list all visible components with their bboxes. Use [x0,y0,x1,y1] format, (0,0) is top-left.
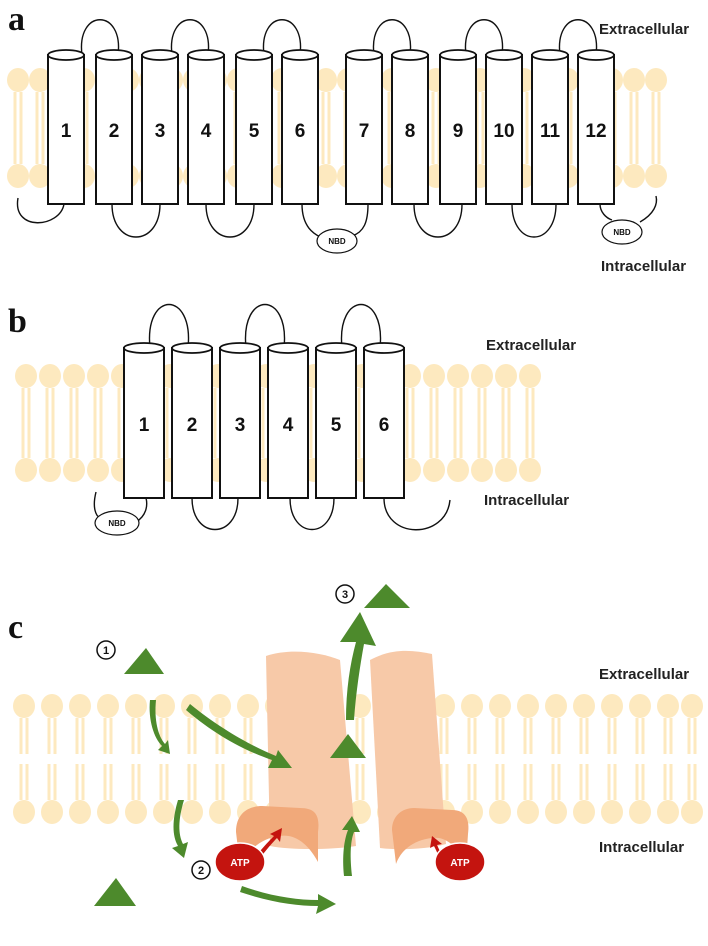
panel-b-tm-label-5: 5 [331,415,342,436]
panel-a-tm-label-7: 7 [359,121,370,142]
step-marker-3-label: 3 [342,589,348,601]
panel-a-tm-label-9: 9 [453,121,464,142]
panel-b-tm-segment-6: 6 [363,342,405,499]
green-arrow-4 [240,886,336,914]
panel-b-tm-segment-4: 4 [267,342,309,499]
panel-a-nbd-label-2: NBD [613,228,631,237]
panel-b-tm-segment-1: 1 [123,342,165,499]
panel-c: c Extracellular Intracellular [8,584,705,914]
step-marker-1: 1 [96,640,116,660]
panel-a-extracellular-label: Extracellular [599,21,689,38]
green-arrow-1 [149,700,170,754]
substrate-triangle-released [364,584,410,608]
transporter-left-half [236,651,356,866]
step-marker-3: 3 [335,584,355,604]
nbd-domain-right [392,808,469,864]
panel-a-tm-segment-5: 5 [235,49,273,205]
atp-right-label: ATP [450,858,470,869]
panel-a-intracellular-label: Intracellular [601,258,686,275]
panel-b: b Extracellular Intracellular 1 2 3 4 5 … [8,303,576,536]
panel-a-tm-segment-9: 9 [439,49,477,205]
panel-c-letter: c [8,609,23,646]
panel-a-tm-segment-8: 8 [391,49,429,205]
panel-a-tm-segment-10: 10 [485,49,523,205]
green-arrow-6 [340,612,376,720]
panel-b-tm-label-2: 2 [187,415,198,436]
panel-a-tm-label-1: 1 [61,121,72,142]
atp-left: ATP [214,828,282,882]
panel-b-tm-segment-5: 5 [315,342,357,499]
green-arrow-2 [186,704,292,768]
panel-a-tm-segment-4: 4 [187,49,225,205]
panel-a-tm-label-10: 10 [493,121,514,142]
green-arrow-3 [172,800,188,858]
substrate-triangle-1 [124,648,164,674]
panel-b-tm-label-4: 4 [283,415,294,436]
panel-b-tm-segment-3: 3 [219,342,261,499]
substrate-triangle-channel [330,734,366,758]
panel-a-tm-segment-2: 2 [95,49,133,205]
panel-a-tm-label-4: 4 [201,121,212,142]
substrate-triangle-intracellular [94,878,136,906]
panel-a-tm-segment-3: 3 [141,49,179,205]
step-marker-2-label: 2 [198,865,204,877]
panel-a-nbd-label-1: NBD [328,237,346,246]
panel-b-tm-segment-2: 2 [171,342,213,499]
panel-a-tm-segment-7: 7 [345,49,383,205]
panel-a-extracellular-loops [80,19,598,56]
panel-b-tm-label-3: 3 [235,415,246,436]
panel-b-nbd-label: NBD [108,519,126,528]
panel-a: a Extracellular Intracellular [5,1,689,275]
panel-b-tm-label-6: 6 [379,415,390,436]
panel-a-tm-segment-12: 12 [577,49,615,205]
panel-b-letter: b [8,303,27,340]
panel-b-nbd: NBD [94,510,140,536]
panel-a-tm-segment-1: 1 [47,49,85,205]
panel-a-tm-label-12: 12 [585,121,606,142]
panel-b-tm-label-1: 1 [139,415,150,436]
panel-a-tm-segment-11: 11 [531,49,569,205]
step-marker-2: 2 [191,860,211,880]
panel-a-tm-label-2: 2 [109,121,120,142]
panel-a-tm-label-3: 3 [155,121,166,142]
panel-a-tm-segment-6: 6 [281,49,319,205]
panel-b-extracellular-loops [148,304,382,349]
panel-a-tm-label-11: 11 [540,121,561,142]
panel-c-extracellular-label: Extracellular [599,666,689,683]
green-arrow-5 [342,816,360,876]
panel-b-extracellular-label: Extracellular [486,337,576,354]
panel-a-tm-label-5: 5 [249,121,260,142]
panel-b-intracellular-label: Intracellular [484,492,569,509]
transporter-right-half [370,650,469,864]
step-marker-1-label: 1 [103,645,109,657]
panel-a-letter: a [8,1,25,38]
atp-left-label: ATP [230,858,250,869]
panel-c-membrane [11,692,705,826]
panel-a-nbd-2: NBD [601,219,643,245]
panel-a-nbd-1: NBD [316,228,358,254]
atp-left-arrow [256,828,282,858]
panel-a-tm-label-8: 8 [405,121,416,142]
panel-a-tm-label-6: 6 [295,121,306,142]
panel-c-intracellular-label: Intracellular [599,839,684,856]
atp-right: ATP [430,836,486,882]
